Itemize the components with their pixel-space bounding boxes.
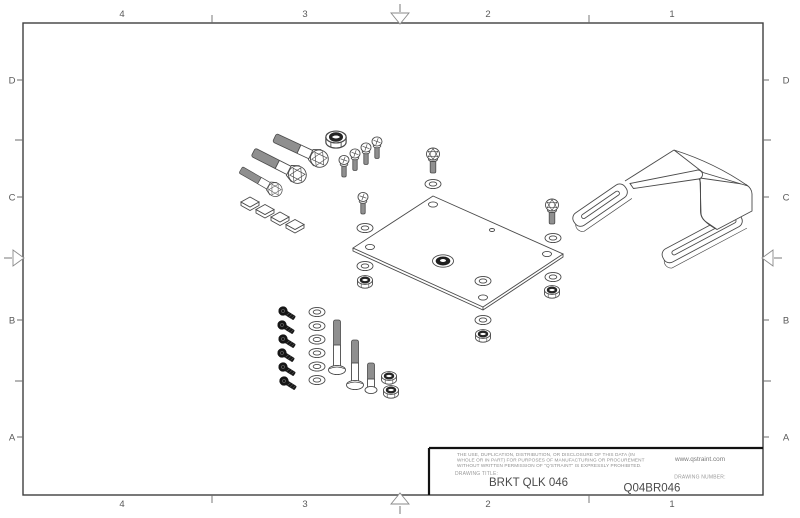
pan-screw-3: [360, 142, 372, 165]
washer: [356, 222, 374, 234]
locknut: [474, 328, 492, 344]
washer: [308, 306, 326, 318]
bracket-top-face: [673, 149, 749, 187]
flange-bolt-right: [545, 198, 559, 225]
drawing-title-label: DRAWING TITLE:: [455, 471, 498, 477]
button-screw-column: [275, 304, 299, 393]
center-markers: [4, 4, 782, 514]
right-center-marker-icon: [761, 249, 774, 267]
button-screw: [276, 332, 298, 351]
top-center-marker-icon: [390, 12, 410, 25]
washer: [356, 260, 374, 272]
washer: [474, 314, 492, 326]
grid-col-label: 2: [485, 9, 490, 20]
website-text: www.qstraint.com: [674, 456, 725, 463]
button-screw: [276, 304, 298, 323]
left-center-marker-icon: [12, 249, 25, 267]
bottom-center-marker-icon: [390, 492, 410, 505]
grid-col-label: 3: [302, 499, 307, 510]
washer: [544, 271, 562, 283]
carriage-bolt-2: [346, 339, 364, 391]
drawing-number: Q04BR046: [624, 483, 681, 495]
carriage-bolt-3: [364, 362, 378, 395]
bracket-left-prong: [572, 183, 633, 232]
washer: [308, 334, 326, 345]
pan-screw-1: [338, 154, 350, 178]
grid-row-label: A: [9, 433, 16, 444]
carriage-bolt-1: [328, 319, 346, 376]
disclaimer-line: WHOLE OR IN PART) FOR PURPOSES OF MANUFA…: [457, 458, 645, 463]
button-screw: [277, 374, 299, 393]
grid-row-label: B: [9, 316, 15, 327]
washer: [308, 347, 326, 359]
grid-col-label: 4: [119, 9, 124, 20]
washer: [308, 361, 326, 372]
bracket-front-edge: [698, 178, 717, 230]
drawing-title: BRKT QLK 046: [489, 477, 568, 489]
mounting-plate: [352, 195, 564, 311]
grid-row-label: D: [783, 76, 790, 87]
drawing-number-label: DRAWING NUMBER:: [674, 475, 725, 481]
grid-col-label: 3: [302, 9, 307, 20]
exploded-assembly-view: [236, 129, 753, 400]
square-spacer-4: [285, 219, 305, 234]
plate-hole: [542, 250, 552, 258]
grid-col-label: 2: [485, 499, 490, 510]
grid-row-label: C: [9, 193, 16, 204]
hex-locknut-large: [324, 129, 348, 150]
grid-labels: 4 3 2 1 4 3 2 1 D C B A D C B A: [9, 9, 790, 510]
locknut: [380, 370, 398, 386]
plate-hole-small: [488, 228, 496, 232]
zone-ticks: [15, 15, 771, 503]
button-screw: [275, 318, 297, 337]
locknut: [356, 274, 374, 290]
plate-hole: [428, 201, 438, 208]
grid-col-label: 1: [669, 9, 674, 20]
pan-screw-4: [371, 136, 383, 159]
washer: [474, 275, 492, 287]
grid-row-label: B: [783, 316, 789, 327]
plate-hole: [365, 243, 375, 251]
disclaimer-line: THE USE, DUPLICATION, DISTRIBUTION, OR D…: [457, 452, 635, 457]
grid-col-label: 1: [669, 499, 674, 510]
title-block: THE USE, DUPLICATION, DISTRIBUTION, OR D…: [427, 446, 763, 495]
square-spacer-1: [240, 196, 260, 211]
washer: [308, 320, 326, 332]
bracket-web: [699, 177, 753, 231]
pan-screw-2: [349, 148, 361, 171]
disclaimer-line: WITHOUT WRITTEN PERMISSION OF "Q'STRAINT…: [457, 463, 642, 468]
grid-col-label: 4: [119, 499, 124, 510]
grid-row-label: D: [9, 76, 16, 87]
bracket-ridge: [624, 149, 675, 182]
square-spacer-3: [270, 211, 290, 226]
grid-row-label: C: [783, 193, 790, 204]
locknut: [543, 284, 561, 300]
flange-bolt-top: [426, 147, 440, 174]
square-spacer-2: [255, 204, 275, 219]
bracket-gusset-tab: [629, 169, 703, 189]
button-screw: [276, 360, 298, 379]
washer: [308, 374, 326, 386]
washer: [424, 178, 442, 190]
plate-hole: [478, 294, 488, 301]
washer: [544, 232, 562, 244]
fork-bracket: [572, 149, 753, 269]
locknut: [382, 384, 400, 400]
button-screw: [275, 346, 297, 365]
plate-center-insert: [432, 254, 454, 268]
grid-row-label: A: [783, 433, 790, 444]
pan-screw-5: [357, 191, 369, 215]
washer-column: [308, 306, 326, 386]
